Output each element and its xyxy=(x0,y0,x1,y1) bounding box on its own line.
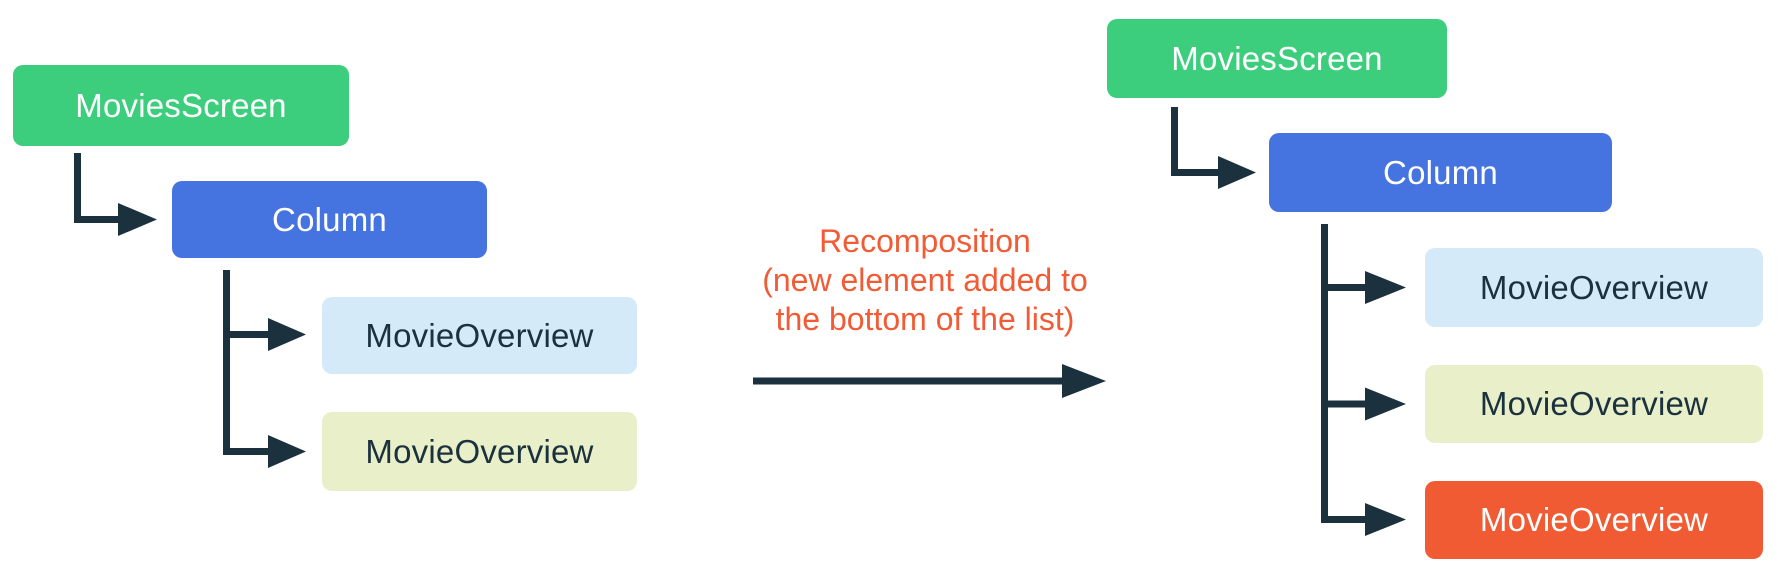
node-label: MoviesScreen xyxy=(75,86,287,124)
node-label: MovieOverview xyxy=(1479,385,1709,422)
right-tree-moviesscreen-node: MoviesScreen xyxy=(1107,19,1447,98)
right-tree-column-node: Column xyxy=(1269,133,1612,212)
node-label: Column xyxy=(1383,153,1498,191)
arrowhead-icon xyxy=(1218,156,1256,189)
arrowhead-icon xyxy=(1365,271,1406,304)
right-root-to-column-connector xyxy=(1171,107,1219,176)
annotation-line-3: the bottom of the list) xyxy=(775,301,1075,337)
arrowhead-icon xyxy=(1062,364,1106,398)
arrowhead-icon xyxy=(268,435,306,468)
node-label: Column xyxy=(272,200,387,238)
recomposition-annotation: Recomposition (new element added to the … xyxy=(675,222,1175,339)
arrowhead-icon xyxy=(1365,387,1406,421)
left-root-to-column-connector xyxy=(74,153,120,223)
right-tree-movieoverview-2-node: MovieOverview xyxy=(1425,365,1763,443)
right-tree-movieoverview-3-new-node: MovieOverview xyxy=(1425,481,1763,559)
node-label: MovieOverview xyxy=(1479,268,1709,306)
left-tree-movieoverview-1-node: MovieOverview xyxy=(322,297,637,374)
arrowhead-icon xyxy=(268,318,306,351)
right-tree-movieoverview-1-node: MovieOverview xyxy=(1425,248,1763,327)
node-label: MovieOverview xyxy=(1479,501,1709,538)
node-label: MoviesScreen xyxy=(1171,39,1383,77)
node-label: MovieOverview xyxy=(365,316,594,354)
node-label: MovieOverview xyxy=(365,432,594,470)
left-tree-column-node: Column xyxy=(172,181,487,258)
left-tree-moviesscreen-node: MoviesScreen xyxy=(13,65,349,146)
annotation-line-2: (new element added to xyxy=(762,262,1088,298)
arrowhead-icon xyxy=(118,203,157,236)
left-tree-movieoverview-2-node: MovieOverview xyxy=(322,412,637,491)
arrowhead-icon xyxy=(1365,503,1406,536)
annotation-line-1: Recomposition xyxy=(819,223,1031,259)
